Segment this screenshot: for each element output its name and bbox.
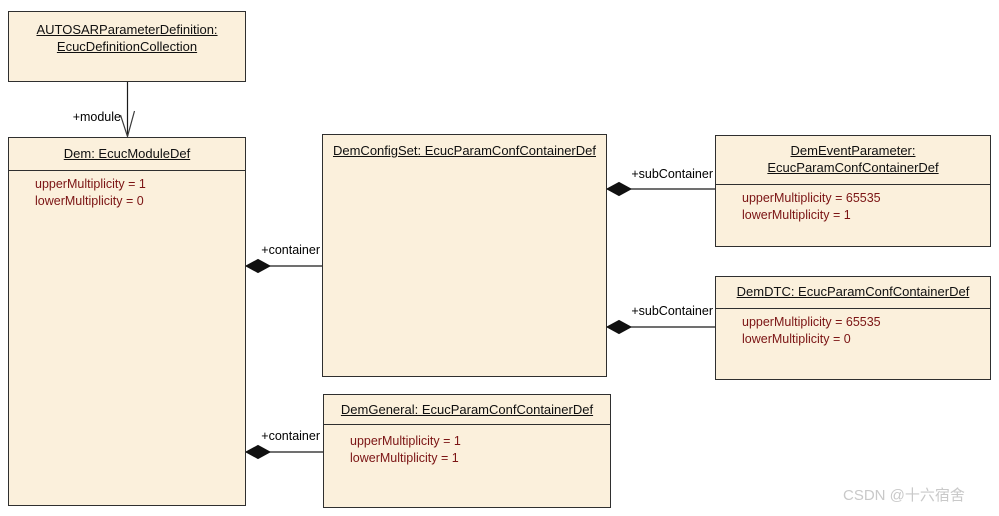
node-title: Dem: EcucModuleDef: [9, 138, 245, 171]
node-title: DemConfigSet: EcucParamConfContainerDef: [323, 135, 606, 167]
node-title: AUTOSARParameterDefinition: EcucDefiniti…: [9, 12, 245, 63]
node-dem-general: DemGeneral: EcucParamConfContainerDef up…: [323, 394, 611, 508]
node-title: DemGeneral: EcucParamConfContainerDef: [324, 395, 610, 425]
composition-diamond-icon: [244, 258, 272, 274]
node-title: DemDTC: EcucParamConfContainerDef: [716, 277, 990, 309]
attribute: lowerMultiplicity = 1: [742, 207, 851, 222]
open-arrowhead-icon: [119, 110, 136, 139]
node-title-text: DemConfigSet: EcucParamConfContainerDef: [332, 143, 596, 158]
node-title-line2: EcucParamConfContainerDef: [767, 160, 939, 175]
attribute: upperMultiplicity = 65535: [742, 191, 881, 205]
node-title-line2: EcucDefinitionCollection: [56, 39, 198, 54]
node-attributes: upperMultiplicity = 65535 lowerMultiplic…: [716, 185, 990, 223]
node-autosar-parameter-definition: AUTOSARParameterDefinition: EcucDefiniti…: [8, 11, 246, 82]
composition-diamond-icon: [244, 444, 272, 460]
composition-diamond-icon: [605, 319, 633, 335]
node-dem-dtc: DemDTC: EcucParamConfContainerDef upperM…: [715, 276, 991, 380]
node-dem-event-parameter: DemEventParameter: EcucParamConfContaine…: [715, 135, 991, 247]
node-attributes: upperMultiplicity = 65535 lowerMultiplic…: [716, 309, 990, 347]
module-role-label: +module: [72, 110, 121, 124]
node-title-text: DemGeneral: EcucParamConfContainerDef: [340, 402, 594, 417]
node-dem-config-set: DemConfigSet: EcucParamConfContainerDef: [322, 134, 607, 377]
csdn-watermark: CSDN @十六宿舍: [843, 487, 965, 504]
attribute: lowerMultiplicity = 0: [742, 331, 851, 346]
composition-diamond-icon: [605, 181, 633, 197]
attribute: upperMultiplicity = 1: [35, 177, 146, 191]
node-dem: Dem: EcucModuleDef upperMultiplicity = 1…: [8, 137, 246, 506]
node-title-text: DemDTC: EcucParamConfContainerDef: [736, 284, 970, 299]
node-title-line1: DemEventParameter:: [790, 143, 916, 158]
attribute: upperMultiplicity = 1: [350, 434, 461, 448]
attribute: lowerMultiplicity = 0: [35, 193, 144, 208]
attribute: upperMultiplicity = 65535: [742, 315, 881, 329]
node-attributes: upperMultiplicity = 1 lowerMultiplicity …: [324, 425, 610, 466]
attribute: lowerMultiplicity = 1: [350, 450, 459, 465]
container2-role-label: +container: [261, 429, 320, 443]
node-attributes: upperMultiplicity = 1 lowerMultiplicity …: [9, 171, 245, 209]
node-title: DemEventParameter: EcucParamConfContaine…: [716, 136, 990, 185]
container1-role-label: +container: [261, 243, 320, 257]
node-title-text: Dem: EcucModuleDef: [63, 146, 191, 161]
subcontainer1-role-label: +subContainer: [631, 167, 713, 181]
node-title-line1: AUTOSARParameterDefinition:: [36, 22, 218, 37]
subcontainer2-role-label: +subContainer: [631, 304, 713, 318]
